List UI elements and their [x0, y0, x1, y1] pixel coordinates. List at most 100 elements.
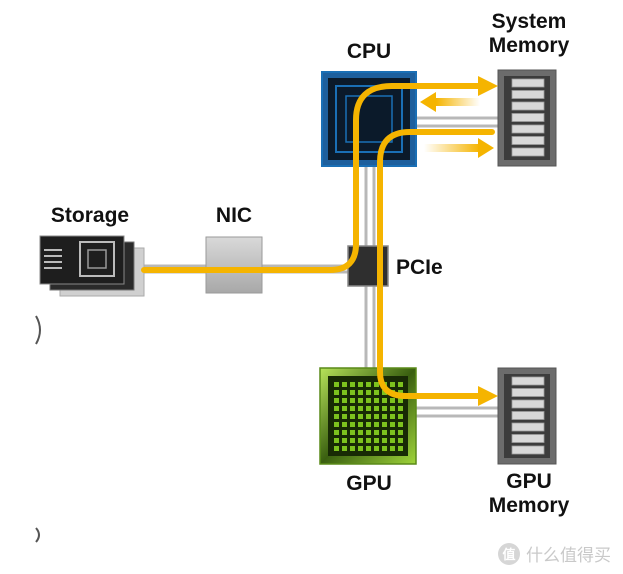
system-memory-label: System Memory: [470, 10, 588, 57]
arrowhead-to-system-memory: [478, 76, 498, 96]
gpu-core-cell: [358, 390, 363, 395]
gpu-core-cell: [342, 382, 347, 387]
memory-traffic-arrows: [420, 92, 494, 158]
nic-chip: [205, 236, 263, 294]
gpu-core-cell: [374, 438, 379, 443]
pcie-label: PCIe: [396, 256, 443, 279]
gpu-core-cell: [366, 398, 371, 403]
gpu-core-cell: [390, 446, 395, 451]
gpu-core-cell: [382, 414, 387, 419]
gpu-core-cell: [398, 390, 403, 395]
gpu-memory-label-line1: GPU: [506, 470, 552, 493]
gpu-core-cell: [342, 422, 347, 427]
memory-bank: [511, 113, 545, 122]
gpu-core-cell: [382, 398, 387, 403]
gpu-core-cell: [382, 406, 387, 411]
gpu-core-cell: [366, 430, 371, 435]
system-memory-label-line1: System: [491, 10, 567, 33]
memory-bank: [511, 388, 545, 397]
memory-bank: [511, 399, 545, 409]
gpu-core-cell: [390, 430, 395, 435]
gpu-label: GPU: [346, 472, 392, 495]
gpu-core-cell: [390, 414, 395, 419]
gpu-core-cell: [382, 430, 387, 435]
gpu-core-cell: [358, 398, 363, 403]
gpu-core-cell: [382, 438, 387, 443]
gpu-core-cell: [390, 382, 395, 387]
memory-bank: [511, 434, 545, 443]
gpu-core-cell: [334, 430, 339, 435]
gpu-core-cell: [398, 398, 403, 403]
gpu-core-cell: [342, 390, 347, 395]
gpu-core-cell: [374, 422, 379, 427]
gpu-core-cell: [374, 430, 379, 435]
edge-mark-upper: [35, 315, 41, 345]
gpu-core-cell: [398, 382, 403, 387]
gpu-core-cell: [374, 446, 379, 451]
gpu-core-cell: [366, 406, 371, 411]
gpu-core-cell: [358, 406, 363, 411]
data-flow-paths: [141, 83, 495, 399]
arrowhead-to-gpu-memory: [478, 386, 498, 406]
gpu-core-cell: [350, 406, 355, 411]
gpu-core-cell: [342, 446, 347, 451]
gpu-core-cell: [358, 382, 363, 387]
nic-label: NIC: [215, 204, 253, 227]
gpu-core-cell: [390, 438, 395, 443]
gpu-core-cell: [358, 430, 363, 435]
gpu-core-cell: [382, 422, 387, 427]
gpu-core-cell: [350, 430, 355, 435]
gpu-core-cell: [350, 422, 355, 427]
memory-bank: [511, 136, 545, 145]
edge-mark-lower: [35, 527, 40, 543]
memory-bank: [511, 376, 545, 386]
interconnect-lines: [140, 116, 500, 418]
gpu-core-cell: [366, 438, 371, 443]
gpu-core-cell: [398, 430, 403, 435]
gpu-core-cell: [342, 430, 347, 435]
gpu-core-cell: [398, 406, 403, 411]
gpu-core-cell: [398, 422, 403, 427]
gpu-core-cell: [366, 422, 371, 427]
gpu-core-cell: [334, 406, 339, 411]
gpu-core-cell: [342, 398, 347, 403]
gpu-core-cell: [334, 382, 339, 387]
memory-bank: [511, 101, 545, 111]
storage-device: [39, 235, 145, 297]
memory-bank: [511, 124, 545, 134]
gpu-core-cell: [366, 414, 371, 419]
watermark-badge-icon: 值: [498, 542, 520, 565]
cpu-label: CPU: [346, 40, 392, 63]
storage-label: Storage: [50, 204, 130, 227]
memory-bank: [511, 147, 545, 157]
gpu-core-cell: [342, 438, 347, 443]
gpu-core-cell: [374, 414, 379, 419]
system-memory-to-gpu-memory-flow: [377, 129, 495, 399]
storage-to-system-memory-flow: [141, 83, 483, 273]
flow-arrowheads: [478, 76, 498, 406]
gpu-core-cell: [382, 390, 387, 395]
gpu-core-cell: [334, 422, 339, 427]
gpu-core-cell: [350, 398, 355, 403]
gpu-core-cell: [350, 438, 355, 443]
gpu-memory-label: GPU Memory: [470, 470, 588, 517]
arrowhead-left-faded: [420, 92, 436, 112]
gpu-core-cell: [358, 422, 363, 427]
system-memory-module: [497, 69, 557, 167]
watermark-text: 什么值得买: [526, 546, 611, 566]
gpu-core-cell: [390, 406, 395, 411]
gpu-core-cell: [334, 414, 339, 419]
gpu-core-cell: [350, 446, 355, 451]
gpu-core-cell: [342, 414, 347, 419]
gpu-chip: [319, 367, 417, 465]
gpu-core-cell: [334, 438, 339, 443]
gpu-core-cell: [374, 406, 379, 411]
gpu-core-cell: [334, 398, 339, 403]
memory-bank: [511, 411, 545, 420]
gpu-core-cell: [374, 398, 379, 403]
memory-bank: [511, 422, 545, 432]
gpu-core-cell: [350, 390, 355, 395]
gpu-core-cell: [342, 406, 347, 411]
memory-bank: [511, 445, 545, 455]
watermark: 值 什么值得买: [498, 541, 611, 566]
